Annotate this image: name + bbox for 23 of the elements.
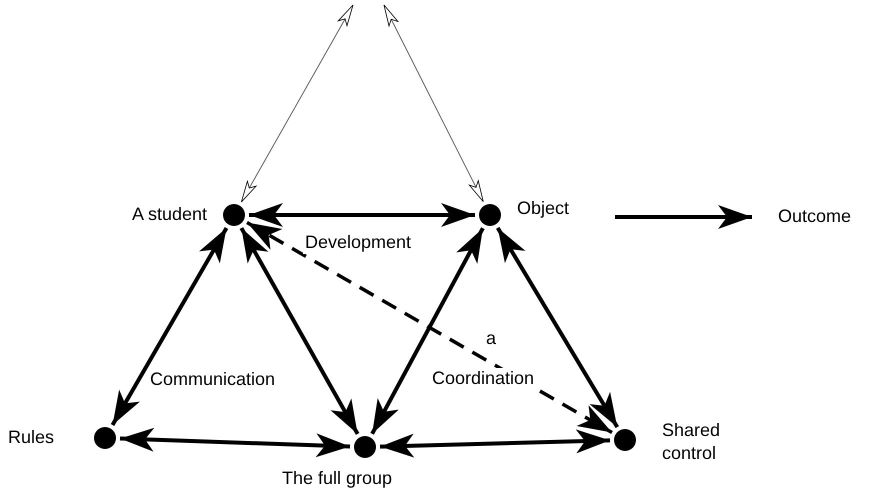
arrow [240,227,360,435]
arrow [110,226,228,426]
node-label: The full group [282,467,392,490]
node-label: Outcome [778,205,852,228]
node-label: Shared control [662,419,722,464]
node-label: A student [132,203,207,226]
point-dot [354,436,376,458]
arrow [120,428,350,458]
point-dot [223,204,245,226]
point-dot [94,427,116,449]
arrow [240,4,354,202]
node-label: Rules [8,426,54,448]
region-label: Development [303,232,414,254]
point-dot [479,204,501,226]
dashed-arrow [246,220,613,434]
arrow [370,227,485,435]
arrow [249,203,475,227]
node-label: Object [517,197,570,220]
arrow [615,205,752,229]
arrow [496,226,619,428]
arrow [384,4,484,202]
arrow [380,429,610,458]
point-dot [614,429,636,451]
